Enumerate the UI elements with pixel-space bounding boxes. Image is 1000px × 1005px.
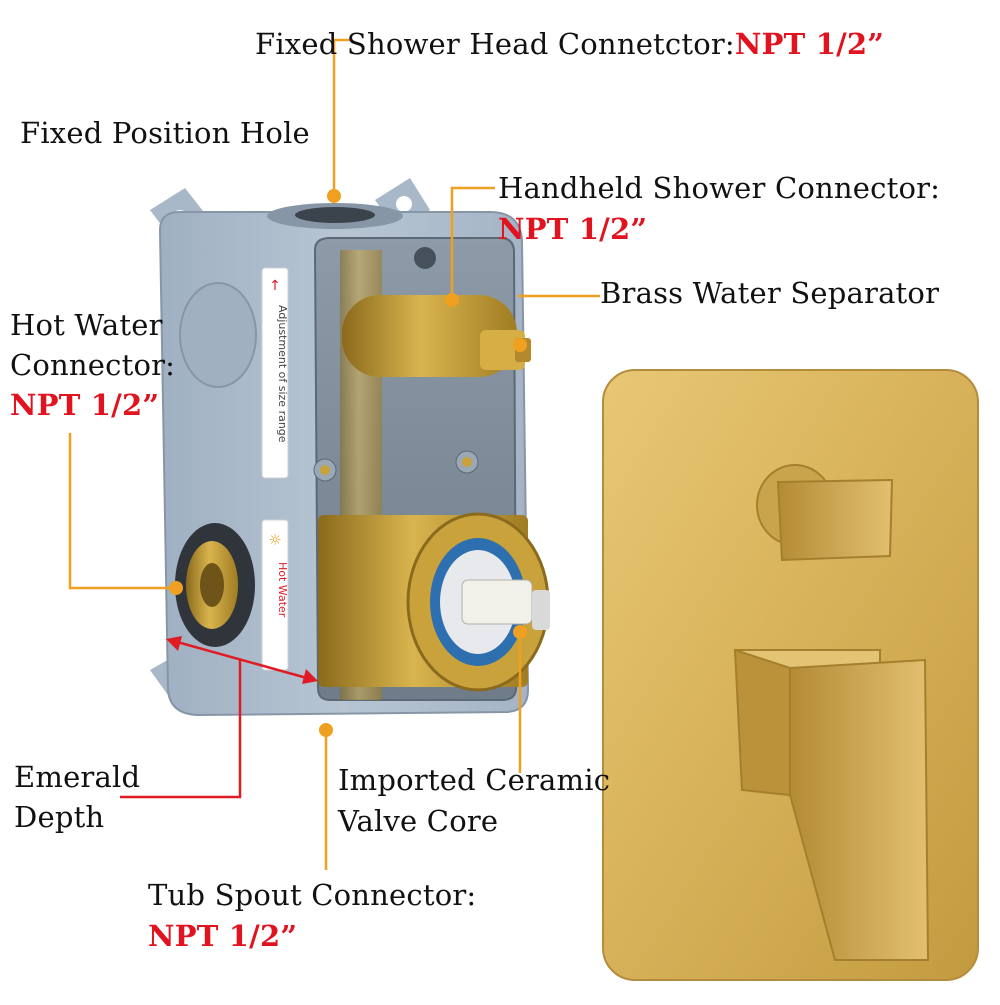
leader-dot xyxy=(513,338,527,352)
separator-stem xyxy=(480,330,525,370)
valve-spindle xyxy=(461,579,533,625)
ear-hole xyxy=(396,196,412,212)
depth-arrowhead-end xyxy=(302,669,318,684)
leader-dot xyxy=(327,189,341,203)
label-brass-separator: Brass Water Separator xyxy=(600,276,940,310)
depth-arrow-line xyxy=(169,638,315,682)
valve-clip xyxy=(532,590,550,630)
screw xyxy=(320,465,330,475)
leader-dots xyxy=(169,189,527,737)
leader-dot xyxy=(319,723,333,737)
leader-dot xyxy=(445,293,459,307)
lever-base-side xyxy=(733,648,791,797)
label-fixed-shower-head: Fixed Shower Head Connetctor:NPT 1/2” xyxy=(255,24,884,64)
depth-dimension xyxy=(120,636,318,799)
lever-handle xyxy=(789,658,930,961)
label-emerald-line2: Depth xyxy=(14,800,105,834)
label-hot-water-line2: Connector: xyxy=(10,348,176,382)
sticker-adjustment-text: Adjustment of size range xyxy=(276,305,289,443)
label-tub-spout-spec: NPT 1/2” xyxy=(148,919,298,953)
leader-handheld xyxy=(450,186,495,300)
leader-fixed-shower-head xyxy=(332,38,352,195)
valve-box: ↑ Adjustment of size range ☼ Hot Water xyxy=(150,178,550,717)
label-text: Fixed Shower Head Connetctor: xyxy=(255,27,735,61)
label-hot-water-spec: NPT 1/2” xyxy=(10,388,160,422)
screw xyxy=(414,247,436,269)
label-spec: NPT 1/2” xyxy=(734,27,885,61)
label-fixed-position-hole: Fixed Position Hole xyxy=(20,116,310,150)
depth-arrowhead-start xyxy=(166,636,182,651)
sun-icon: ☼ xyxy=(268,531,281,549)
label-handheld-shower: Handheld Shower Connector: xyxy=(498,171,941,205)
depth-leader xyxy=(120,660,242,799)
sticker-arrow-icon: ↑ xyxy=(269,278,281,294)
leader-lines xyxy=(68,38,600,870)
hot-water-port-thread xyxy=(200,563,224,607)
trim-plate xyxy=(602,369,979,981)
brass-water-separator xyxy=(342,295,517,377)
label-handheld-spec: NPT 1/2” xyxy=(498,212,648,246)
label-ceramic-line1: Imported Ceramic xyxy=(338,763,611,797)
sticker-adjustment xyxy=(261,267,289,479)
side-plug xyxy=(179,282,257,388)
label-emerald-line1: Emerald xyxy=(14,760,141,794)
label-hot-water-line1: Hot Water xyxy=(10,308,163,342)
diverter-handle xyxy=(776,478,894,562)
screw xyxy=(462,457,472,467)
leader-hot-water xyxy=(68,433,176,590)
leader-dot xyxy=(169,581,183,595)
leader-dot xyxy=(513,625,527,639)
fixed-position-hole xyxy=(295,207,375,223)
label-ceramic-line2: Valve Core xyxy=(338,804,499,838)
sticker-hot-water-text: Hot Water xyxy=(276,562,289,618)
label-tub-spout: Tub Spout Connector: xyxy=(148,878,477,912)
